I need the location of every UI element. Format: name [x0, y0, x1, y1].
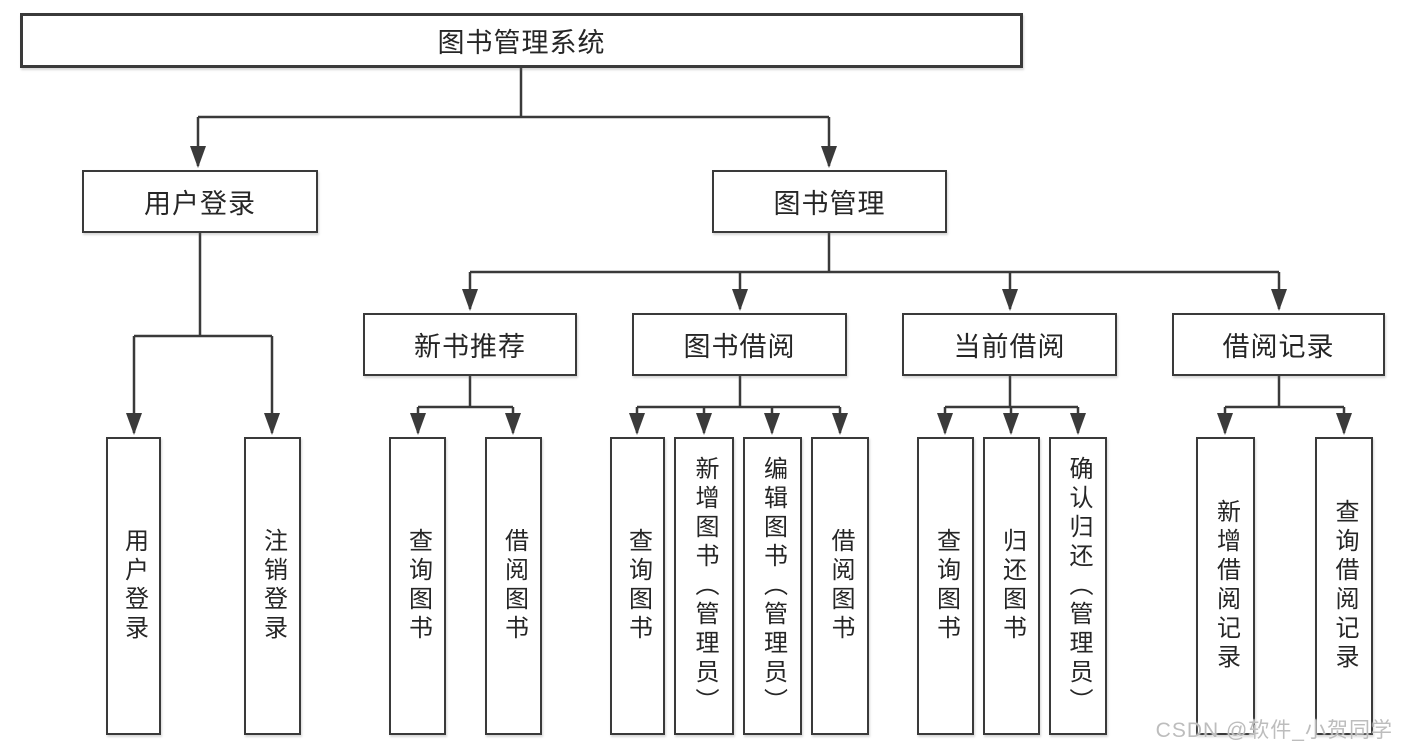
- leaf-confirm-return-admin: 确认归还（管理员）: [1049, 437, 1107, 735]
- leaf-borrow-books-recommend: 借阅图书: [485, 437, 542, 735]
- leaf-logout: 注销登录: [244, 437, 301, 735]
- node-borrowing-records: 借阅记录: [1172, 313, 1385, 376]
- leaf-user-login: 用户登录: [106, 437, 161, 735]
- node-library-management-system: 图书管理系统: [20, 13, 1023, 68]
- leaf-add-books-admin: 新增图书（管理员）: [674, 437, 734, 735]
- leaf-query-books-recommend: 查询图书: [389, 437, 446, 735]
- leaf-borrow-books: 借阅图书: [811, 437, 869, 735]
- node-book-management: 图书管理: [712, 170, 947, 233]
- leaf-add-borrow-record: 新增借阅记录: [1196, 437, 1255, 735]
- leaf-edit-books-admin: 编辑图书（管理员）: [743, 437, 802, 735]
- leaf-query-borrow-record: 查询借阅记录: [1315, 437, 1373, 735]
- node-new-book-recommendation: 新书推荐: [363, 313, 577, 376]
- node-book-borrowing: 图书借阅: [632, 313, 847, 376]
- node-current-borrowing: 当前借阅: [902, 313, 1117, 376]
- node-user-login: 用户登录: [82, 170, 318, 233]
- leaf-return-books: 归还图书: [983, 437, 1040, 735]
- leaf-query-books-borrow: 查询图书: [610, 437, 665, 735]
- leaf-query-books-current: 查询图书: [917, 437, 974, 735]
- csdn-watermark: CSDN @软件_小贺同学: [1155, 719, 1393, 742]
